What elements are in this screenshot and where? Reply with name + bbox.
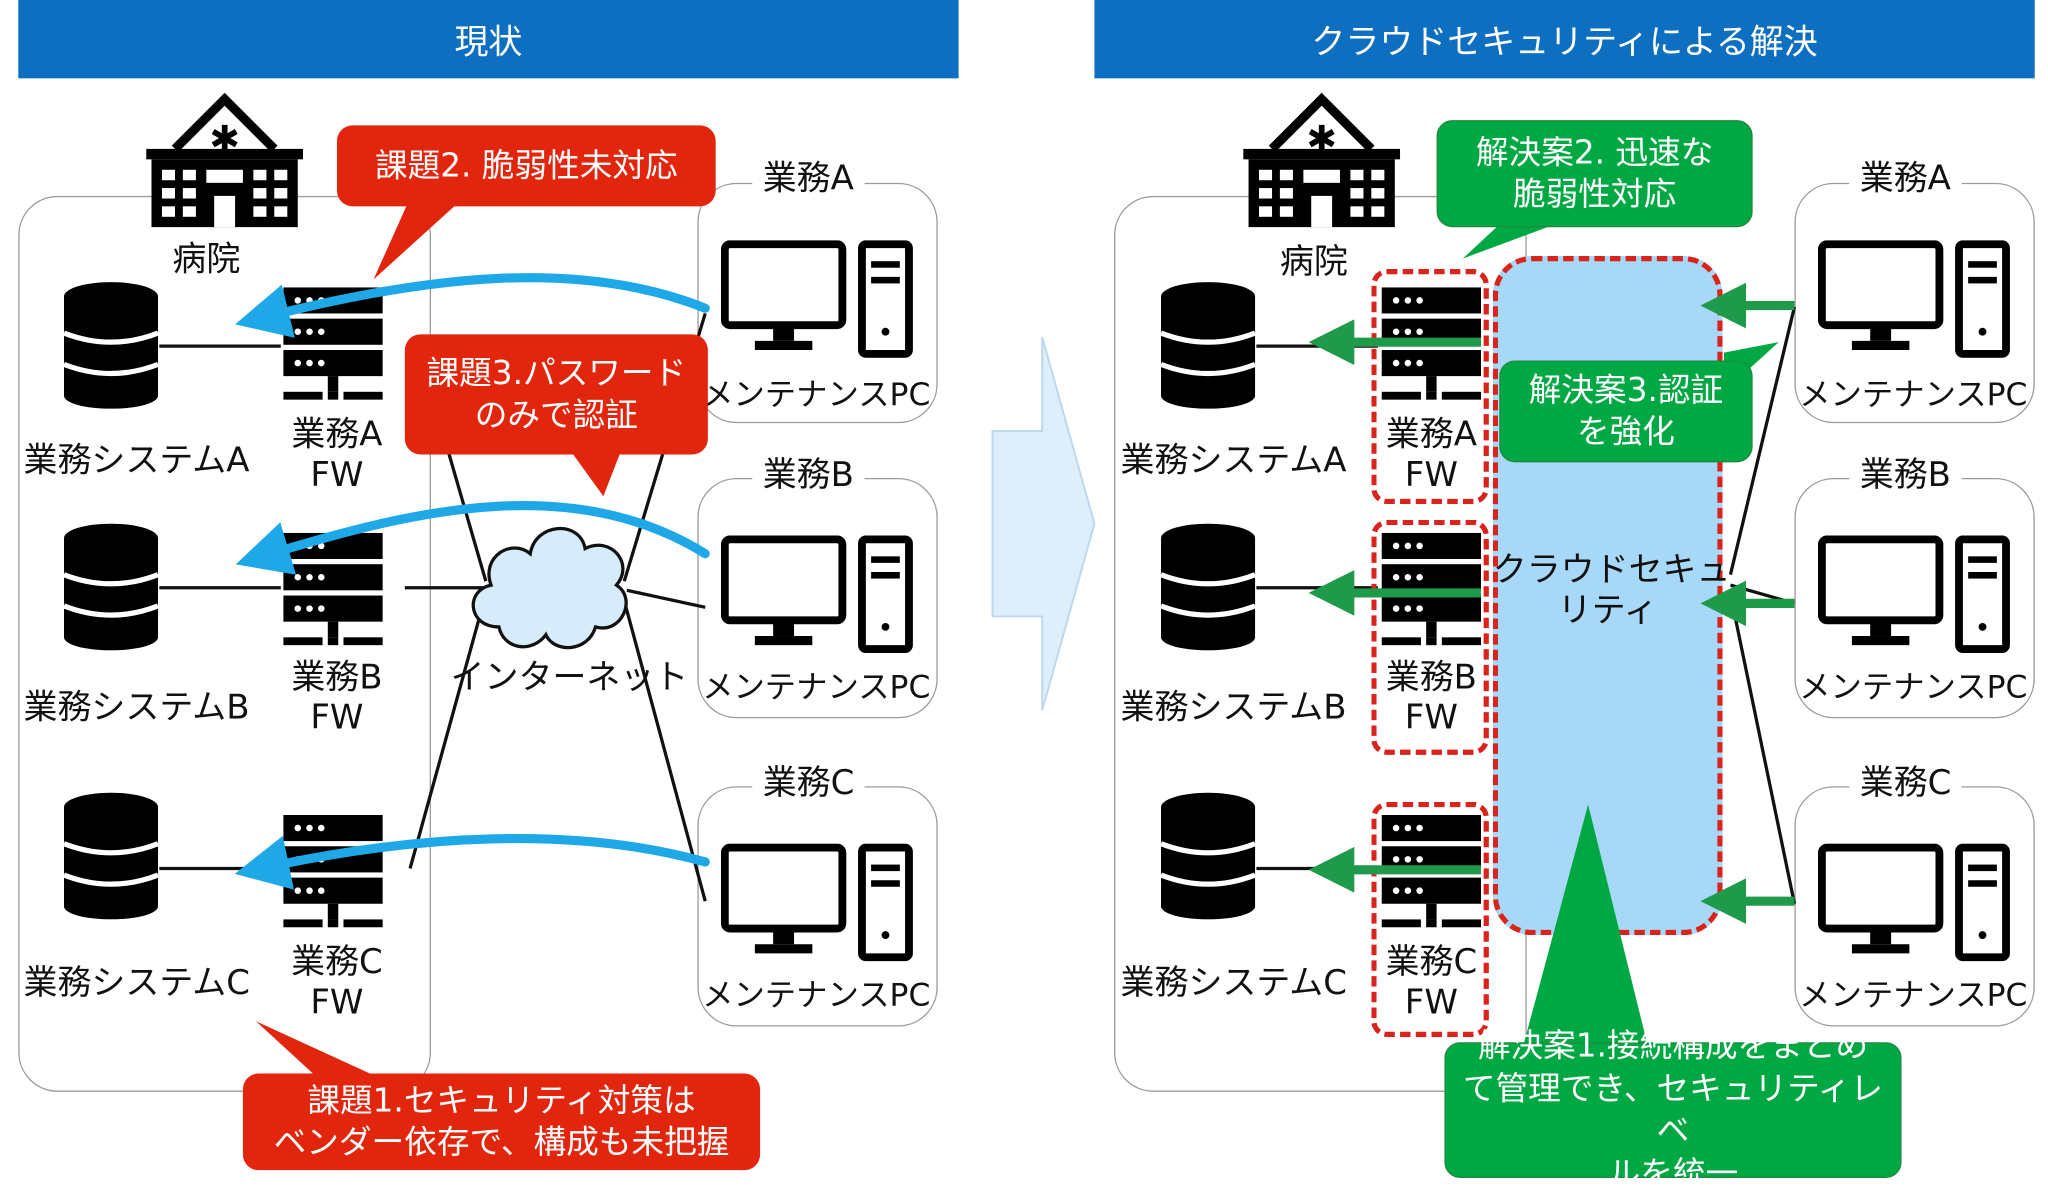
left-system-c-label: 業務システムC bbox=[23, 963, 250, 1004]
database-icon bbox=[1160, 792, 1257, 920]
issue2-callout: 課題2. 脆弱性未対応 bbox=[336, 125, 716, 207]
database-icon bbox=[63, 523, 159, 651]
left-office-b-name: 業務B bbox=[752, 455, 865, 497]
hospital-icon: ✱ bbox=[146, 92, 303, 228]
desktop-pc-icon bbox=[720, 240, 913, 358]
server-firewall-icon bbox=[1381, 532, 1482, 646]
right-system-c-label: 業務システムC bbox=[1120, 963, 1347, 1004]
server-firewall-icon bbox=[283, 814, 383, 928]
left-office-b-pc-label: メンテナンスPC bbox=[702, 668, 931, 706]
desktop-pc-icon bbox=[720, 843, 913, 962]
left-system-b-label: 業務システムB bbox=[23, 688, 250, 728]
desktop-pc-icon bbox=[1817, 843, 2010, 962]
right-hospital-label: 病院 bbox=[1279, 242, 1348, 283]
right-office-c-pc-label: メンテナンスPC bbox=[1799, 976, 2028, 1014]
transition-arrow-icon bbox=[991, 336, 1096, 711]
right-system-b-label: 業務システムB bbox=[1120, 688, 1347, 728]
left-office-a-pc-label: メンテナンスPC bbox=[702, 376, 931, 413]
solution1-callout: 解決案1.接続構成をまとめて管理でき、セキュリティレベルを統一 bbox=[1444, 1027, 1902, 1192]
right-office-c-name: 業務C bbox=[1849, 764, 1962, 805]
left-hospital-label: 病院 bbox=[172, 240, 241, 280]
right-panel-title: クラウドセキュリティによる解決 bbox=[1094, 0, 2035, 79]
server-firewall-icon bbox=[283, 287, 383, 400]
left-office-c-pc-label: メンテナンスPC bbox=[702, 976, 931, 1014]
server-firewall-icon bbox=[1381, 814, 1482, 928]
hospital-icon: ✱ bbox=[1243, 92, 1401, 228]
database-icon bbox=[63, 282, 159, 409]
right-system-a-label: 業務システムA bbox=[1120, 441, 1347, 481]
server-firewall-icon bbox=[283, 532, 383, 646]
fw-c-highlight bbox=[1371, 801, 1489, 1037]
fw-a-highlight bbox=[1371, 269, 1489, 505]
database-icon bbox=[1160, 523, 1257, 651]
internet-label: インターネット bbox=[450, 658, 689, 698]
left-office-c-name: 業務C bbox=[752, 764, 865, 805]
left-office-a-name: 業務A bbox=[752, 159, 865, 201]
server-firewall-icon bbox=[1381, 287, 1482, 400]
left-panel-title: 現状 bbox=[18, 0, 959, 79]
left-system-a-label: 業務システムA bbox=[23, 441, 250, 481]
issue1-callout: 課題1.セキュリティ対策はベンダー依存で、構成も未把握 bbox=[242, 1073, 761, 1171]
desktop-pc-icon bbox=[1817, 240, 2010, 358]
database-icon bbox=[63, 792, 159, 920]
desktop-pc-icon bbox=[1817, 535, 2010, 653]
database-icon bbox=[1160, 282, 1257, 409]
right-office-a-pc-label: メンテナンスPC bbox=[1799, 376, 2028, 413]
right-office-b-pc-label: メンテナンスPC bbox=[1799, 668, 2028, 706]
solution2-callout: 解決案2. 迅速な脆弱性対応 bbox=[1436, 120, 1753, 228]
cloud-security-label: クラウドセキュリティ bbox=[1492, 551, 1731, 632]
desktop-pc-icon bbox=[720, 535, 913, 653]
right-office-b-name: 業務B bbox=[1849, 455, 1962, 497]
fw-b-highlight bbox=[1371, 519, 1489, 755]
right-office-a-name: 業務A bbox=[1849, 159, 1962, 201]
cloud-icon bbox=[471, 526, 628, 650]
issue3-callout: 課題3.パスワードのみで認証 bbox=[404, 334, 708, 455]
solution3-callout: 解決案3.認証を強化 bbox=[1499, 360, 1753, 463]
